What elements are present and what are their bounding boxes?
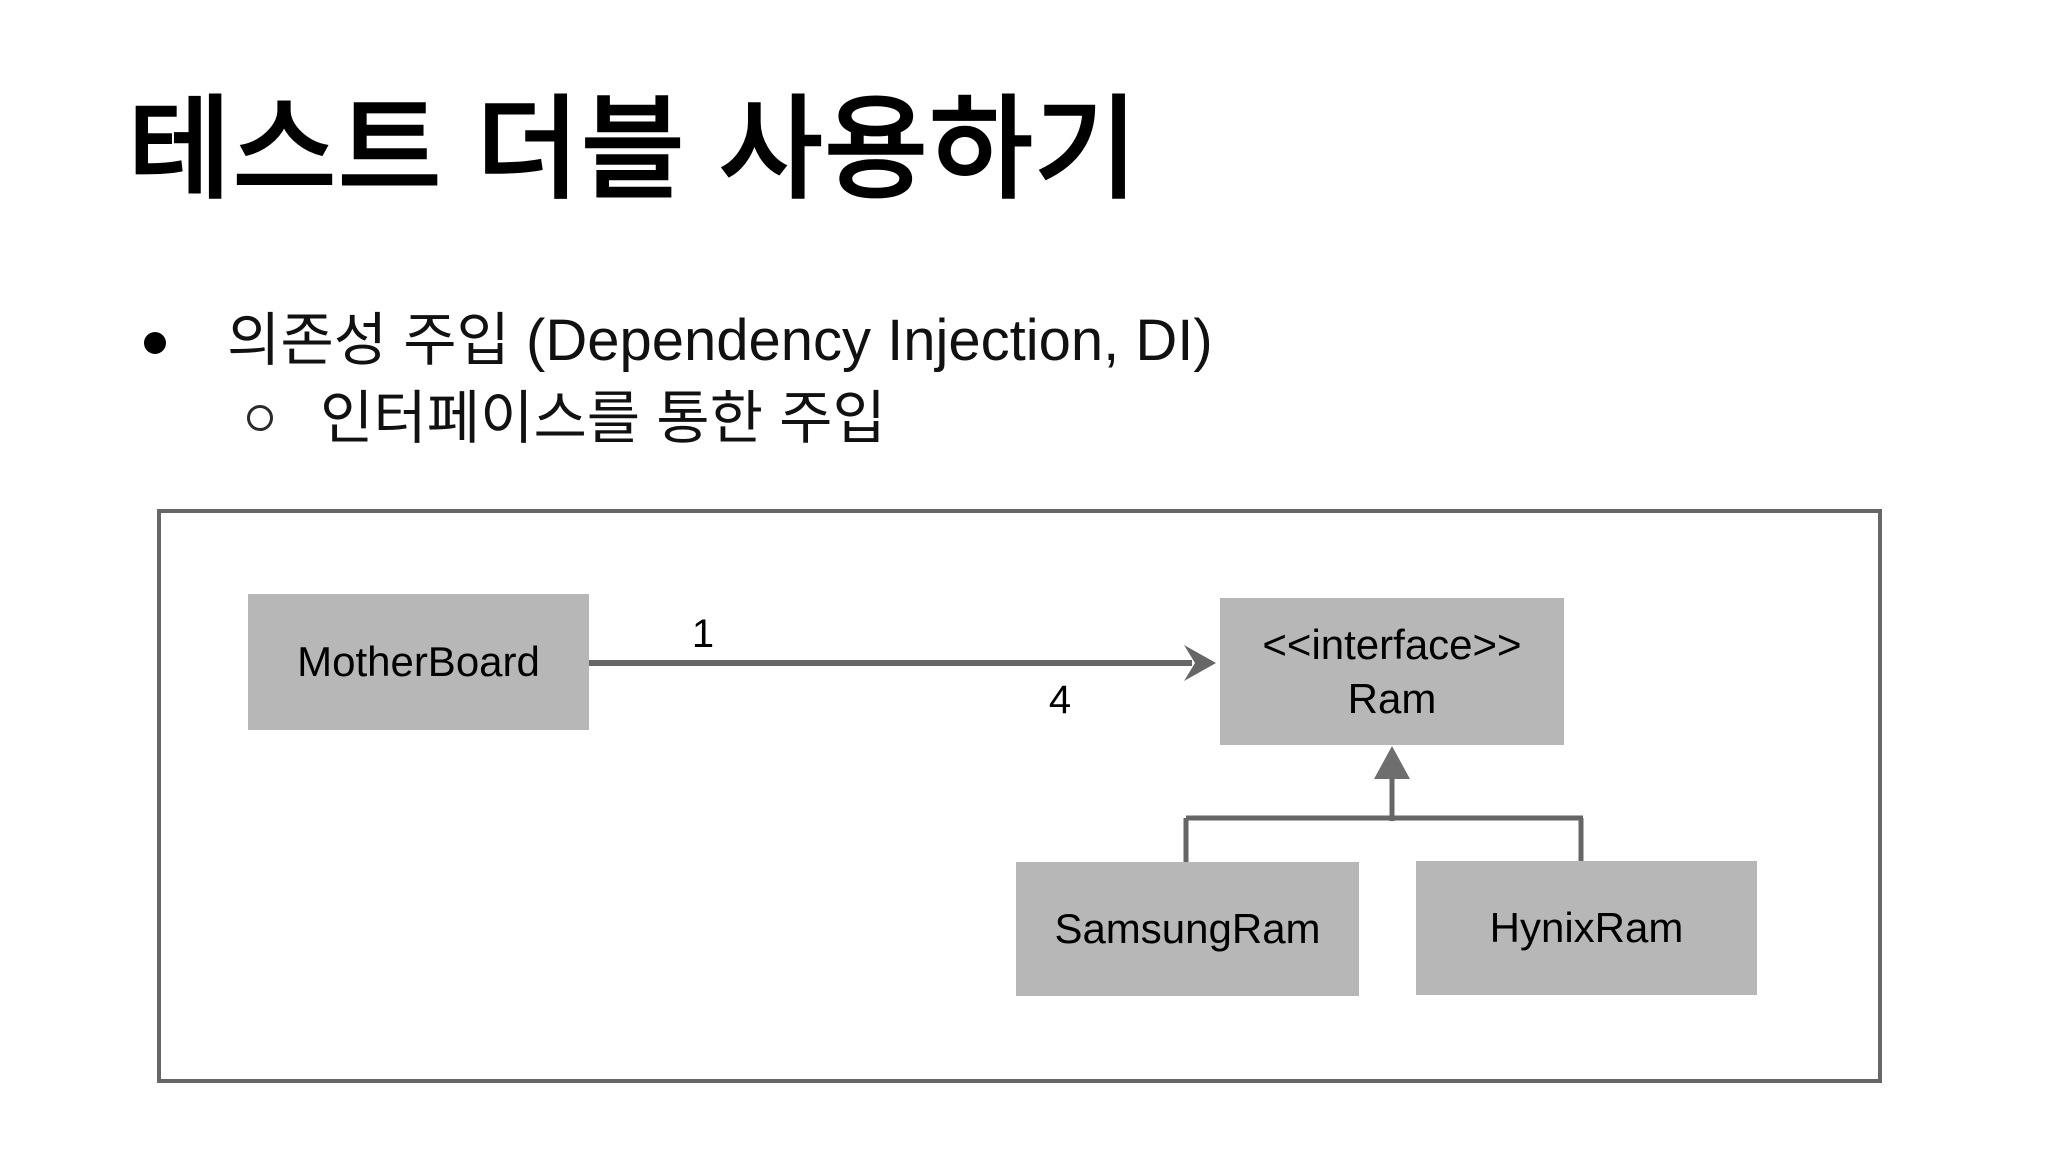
uml-node-ram-stereotype: <<interface>> [1262, 620, 1522, 668]
uml-node-ram-label: Ram [1347, 674, 1437, 722]
bullet-item-dependency-injection: 의존성 주입 (Dependency Injection, DI) [227, 308, 1213, 373]
uml-node-hynixram: HynixRam [1416, 861, 1757, 995]
bullet-hollow-circle-icon [247, 405, 273, 431]
uml-node-hynixram-label: HynixRam [1489, 904, 1684, 951]
uml-node-samsungram-label: SamsungRam [1054, 905, 1321, 952]
page-title: 테스트 더블 사용하기 [128, 87, 1140, 212]
bullet-filled-circle-icon [144, 332, 166, 354]
uml-node-ram-interface: <<interface>> Ram [1220, 598, 1564, 745]
uml-node-samsungram: SamsungRam [1016, 862, 1359, 996]
bullet-subitem-interface-injection: 인터페이스를 통한 주입 [320, 386, 886, 451]
uml-node-motherboard: MotherBoard [248, 594, 589, 730]
association-multiplicity-bottom: 4 [1048, 678, 1072, 722]
association-multiplicity-top: 1 [691, 612, 715, 656]
uml-node-motherboard-label: MotherBoard [297, 638, 540, 685]
